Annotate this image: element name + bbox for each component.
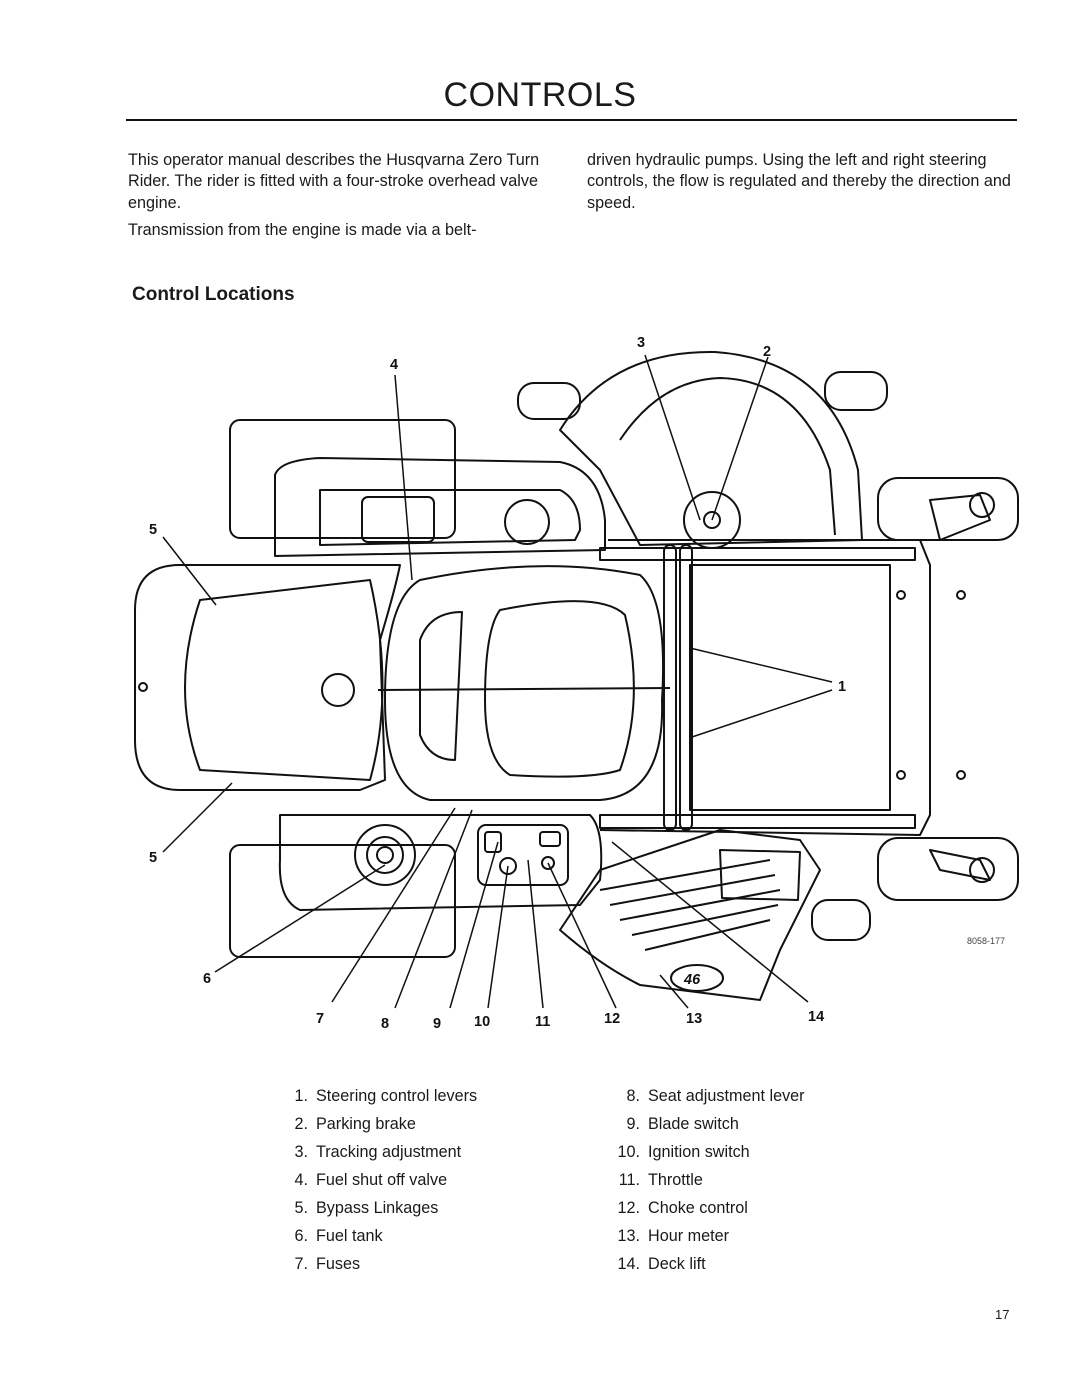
engine-flywheel: [321, 673, 355, 707]
rear-tire-bottom: [229, 844, 456, 958]
legend-item: 7.Fuses: [294, 1255, 361, 1273]
section-heading: Control Locations: [132, 284, 295, 305]
legend-item: 8.Seat adjustment lever: [626, 1087, 805, 1105]
main-frame: [689, 564, 891, 811]
engine-shroud: [184, 579, 384, 781]
legend-right: 8.Seat adjustment lever 9.Blade switch 1…: [608, 1082, 805, 1278]
page-title: CONTROLS: [443, 76, 637, 114]
caster-pivot-bottom: [969, 857, 995, 883]
callout-label: 6: [203, 971, 211, 987]
blade-housing-inner: [619, 377, 836, 536]
legend-item: 13.Hour meter: [617, 1227, 729, 1245]
frame-rail: [599, 547, 916, 561]
seat: [384, 565, 665, 801]
caster-pivot-top: [969, 492, 995, 518]
title-rule: [126, 119, 1017, 121]
deck-badge-oval: [670, 964, 724, 992]
fuel-tank-bottom: [278, 814, 603, 911]
callout-label: 11: [535, 1014, 550, 1030]
intro-left-column: This operator manual describes the Husqv…: [128, 150, 548, 247]
legend-left: 1.Steering control levers 2.Parking brak…: [280, 1082, 477, 1278]
rear-right-caster: [877, 837, 1019, 901]
callout-label: 5: [149, 850, 157, 866]
intro-paragraph: Transmission from the engine is made via…: [128, 220, 477, 239]
intro-paragraph: driven hydraulic pumps. Using the left a…: [587, 151, 1011, 212]
legend-item: 9.Blade switch: [626, 1115, 739, 1133]
legend-item: 3.Tracking adjustment: [294, 1143, 462, 1161]
control-console: [477, 824, 569, 886]
legend-item: 1.Steering control levers: [294, 1087, 478, 1105]
front-left-wheel: [517, 382, 581, 420]
callout-label: 2: [763, 344, 771, 360]
callout-label: 7: [316, 1011, 324, 1027]
deck-lower-wheel: [811, 899, 871, 941]
legend-item: 14.Deck lift: [617, 1255, 706, 1273]
front-right-wheel: [824, 371, 888, 411]
mower-control-diagram: 46 1 2 3 4 5 5 6 7 8 9 10 11 12 13 14 80…: [134, 335, 1019, 1032]
legend-item: 2.Parking brake: [294, 1115, 416, 1133]
deck-lift-bracket: [719, 849, 801, 901]
callout-label: 4: [390, 357, 398, 373]
steering-lever-right: [663, 544, 677, 831]
callout-label: 13: [686, 1011, 702, 1027]
seat-cushion: [484, 600, 635, 778]
fuel-tank-top: [274, 457, 606, 557]
fuel-cap-top: [504, 499, 550, 545]
rear-left-caster: [877, 477, 1019, 541]
rear-tire-top: [229, 419, 456, 539]
page-number: 17: [995, 1307, 1010, 1322]
figure-reference: 8058-177: [967, 936, 1005, 946]
callout-label: 12: [604, 1011, 620, 1027]
callout-label: 14: [808, 1009, 824, 1025]
deck-badge-text: 46: [683, 972, 701, 988]
callout-label: 8: [381, 1016, 389, 1032]
legend-item: 10.Ignition switch: [617, 1143, 750, 1161]
steering-lever-left: [679, 544, 693, 831]
callout-label: 1: [838, 679, 846, 695]
intro-right-column: driven hydraulic pumps. Using the left a…: [587, 150, 1027, 220]
seat-back: [419, 611, 463, 761]
engine-frame: [134, 564, 401, 791]
legend-item: 12.Choke control: [617, 1199, 748, 1217]
callout-label: 10: [474, 1014, 490, 1030]
callout-label: 9: [433, 1016, 441, 1032]
intro-paragraph: This operator manual describes the Husqv…: [128, 151, 540, 212]
legend-item: 11.Throttle: [618, 1171, 703, 1189]
blade-housing: [559, 350, 863, 546]
deck-discharge: [559, 829, 821, 1001]
legend-item: 6.Fuel tank: [294, 1227, 383, 1245]
legend-item: 5.Bypass Linkages: [294, 1199, 439, 1217]
callout-label: 5: [149, 522, 157, 538]
fuel-cap-bottom: [354, 824, 416, 886]
callout-label: 3: [637, 335, 645, 351]
legend-item: 4.Fuel shut off valve: [294, 1171, 448, 1189]
